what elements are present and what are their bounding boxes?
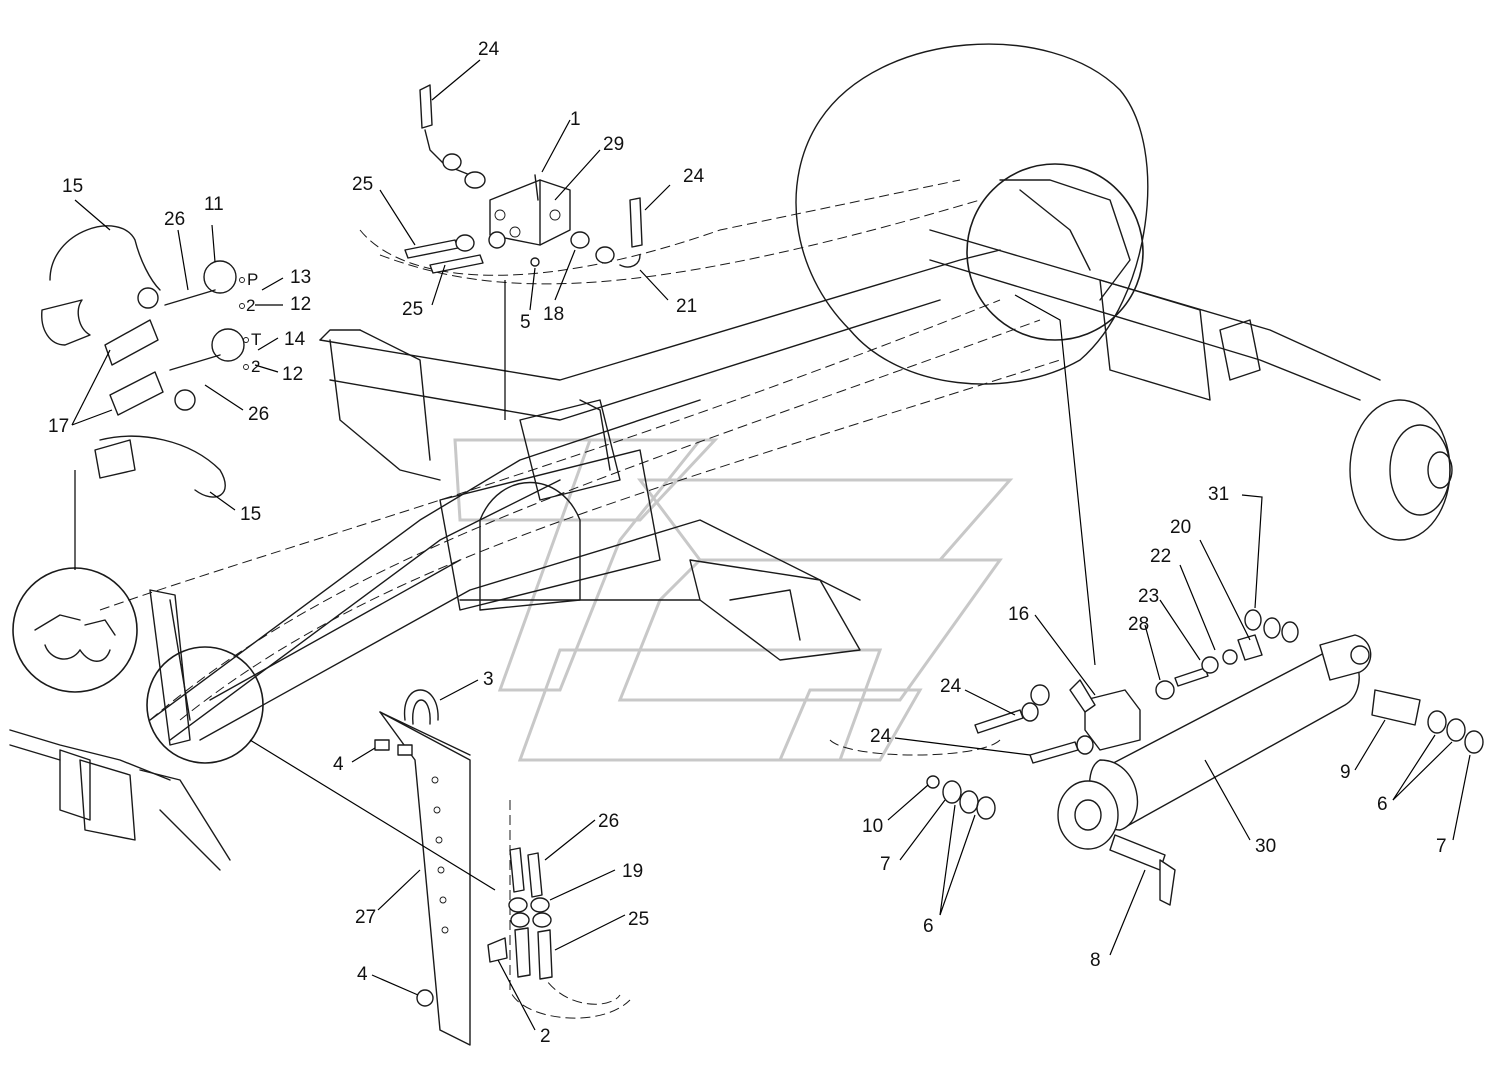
callout-27: 27 bbox=[355, 907, 376, 928]
callout-labels: 24 1 29 24 25 25 5 18 21 15 26 11 13 12 … bbox=[48, 39, 1447, 1047]
valve-block bbox=[404, 84, 643, 274]
marking-tank: T bbox=[251, 330, 261, 349]
detail-circle-couplers bbox=[12, 567, 138, 693]
watermark-logo bbox=[453, 438, 1014, 762]
callout-22: 22 bbox=[1150, 546, 1171, 567]
lower-hoses bbox=[508, 847, 553, 980]
callout-12: 12 bbox=[282, 364, 303, 385]
callout-19: 19 bbox=[622, 861, 643, 882]
callout-7: 7 bbox=[1436, 836, 1447, 857]
callout-23: 23 bbox=[1138, 586, 1159, 607]
detail-circle-axle-bracket bbox=[966, 163, 1144, 341]
callout-8: 8 bbox=[1090, 950, 1101, 971]
callout-24: 24 bbox=[870, 726, 892, 747]
callout-18: 18 bbox=[543, 304, 564, 325]
coupler-markings: P T 2 2 bbox=[239, 270, 261, 376]
callout-26: 26 bbox=[164, 209, 185, 230]
detail-circle-frame-joint bbox=[146, 646, 264, 764]
callout-14: 14 bbox=[284, 329, 306, 350]
callout-28: 28 bbox=[1128, 614, 1149, 635]
callout-6: 6 bbox=[923, 916, 934, 937]
callout-3: 3 bbox=[483, 669, 494, 690]
callout-7: 7 bbox=[880, 854, 891, 875]
callout-11: 11 bbox=[204, 194, 224, 215]
callout-30: 30 bbox=[1255, 836, 1276, 857]
callout-10: 10 bbox=[862, 816, 883, 837]
callout-31: 31 bbox=[1208, 484, 1229, 505]
callout-5: 5 bbox=[520, 312, 531, 333]
main-frame bbox=[149, 249, 1001, 746]
callout-9: 9 bbox=[1340, 762, 1351, 783]
wheel-outline bbox=[795, 43, 1149, 385]
callout-24: 24 bbox=[940, 676, 962, 697]
coupler-assembly bbox=[41, 225, 245, 498]
detail-couplers-content bbox=[34, 614, 116, 662]
callout-25: 25 bbox=[402, 299, 423, 320]
marking-ring-b: 2 bbox=[251, 357, 260, 376]
marking-ring-a: 2 bbox=[246, 296, 255, 315]
mounting-bracket bbox=[374, 689, 508, 1046]
callout-6: 6 bbox=[1377, 794, 1388, 815]
callout-4: 4 bbox=[357, 964, 368, 985]
callout-15: 15 bbox=[240, 504, 261, 525]
callout-25: 25 bbox=[352, 174, 373, 195]
rear-axle bbox=[929, 179, 1453, 541]
callout-21: 21 bbox=[676, 296, 697, 317]
callout-26: 26 bbox=[598, 811, 619, 832]
callout-4: 4 bbox=[333, 754, 344, 775]
front-axle bbox=[9, 729, 231, 871]
marking-pressure: P bbox=[247, 270, 258, 289]
callout-1: 1 bbox=[570, 109, 581, 130]
callout-24: 24 bbox=[683, 166, 705, 187]
callout-15: 15 bbox=[62, 176, 83, 197]
callout-16: 16 bbox=[1008, 604, 1029, 625]
hydraulic-cylinder bbox=[926, 609, 1484, 906]
callout-17: 17 bbox=[48, 416, 69, 437]
callout-12: 12 bbox=[290, 294, 311, 315]
callout-29: 29 bbox=[603, 134, 624, 155]
callout-13: 13 bbox=[290, 267, 311, 288]
callout-24: 24 bbox=[478, 39, 500, 60]
callout-2: 2 bbox=[540, 1026, 551, 1047]
callout-20: 20 bbox=[1170, 517, 1191, 538]
callout-25: 25 bbox=[628, 909, 649, 930]
leader-lines bbox=[71, 59, 1471, 1031]
callout-26: 26 bbox=[248, 404, 269, 425]
